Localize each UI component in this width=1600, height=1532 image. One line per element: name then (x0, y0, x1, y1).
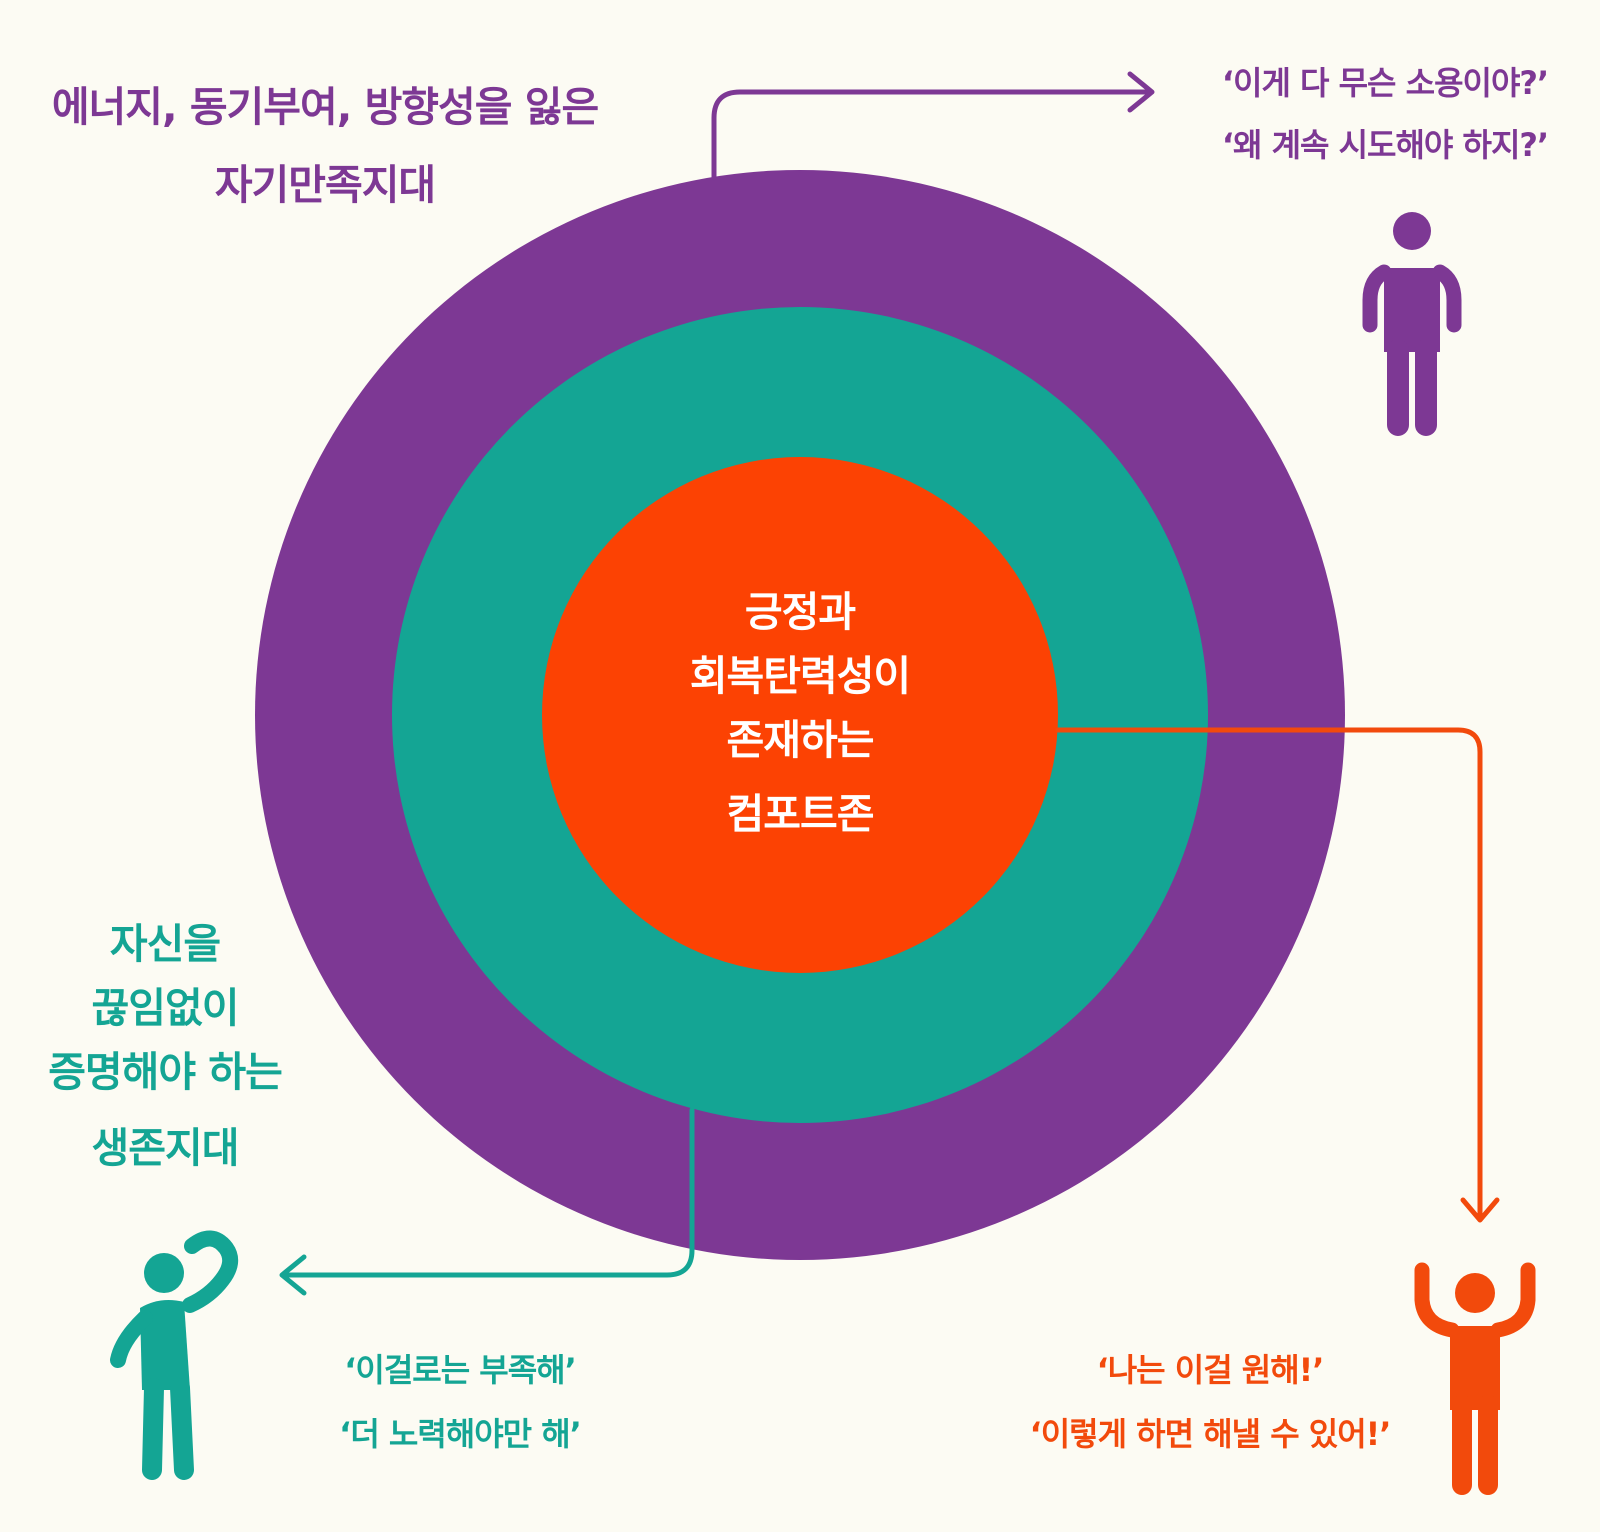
complacency-zone-line-1: 에너지, 동기부여, 방향성을 잃은 (51, 83, 599, 131)
complacency-zone-label: 에너지, 동기부여, 방향성을 잃은 자기만족지대 (20, 68, 630, 224)
survival-quote-2: ‘더 노력해야만 해’ (339, 1415, 582, 1453)
survival-zone-line-2: 끊임없이 (91, 984, 240, 1032)
comfort-zone-line-1: 긍정과 (744, 588, 856, 636)
survival-quote-1: ‘이걸로는 부족해’ (344, 1351, 577, 1389)
comfort-zone-label: 긍정과 회복탄력성이 존재하는 컴포트존 (640, 580, 960, 846)
comfort-zone-line-2: 회복탄력성이 (689, 652, 911, 700)
complacency-quotes: ‘이게 다 무슨 소용이야?’ ‘왜 계속 시도해야 하지?’ (1180, 52, 1590, 176)
complacency-quote-1: ‘이게 다 무슨 소용이야?’ (1221, 64, 1549, 102)
complacency-zone-line-2: 자기만족지대 (214, 161, 436, 209)
comfort-zone-line-4: 컴포트존 (726, 790, 875, 838)
cheering-person-icon (1414, 1262, 1536, 1495)
comfort-zone-line-3: 존재하는 (726, 716, 875, 764)
comfort-quote-1: ‘나는 이걸 원해!’ (1096, 1351, 1325, 1389)
comfort-arrowhead (1460, 1197, 1500, 1223)
comfort-quotes: ‘나는 이걸 원해!’ ‘이렇게 하면 해낼 수 있어!’ (1000, 1338, 1420, 1466)
survival-zone-line-3: 증명해야 하는 (48, 1048, 283, 1096)
comfort-connector-arrow (1055, 727, 1483, 1221)
standing-person-icon (1362, 212, 1462, 436)
complacency-arrowhead (1127, 71, 1155, 113)
survival-zone-line-1: 자신을 (109, 920, 221, 968)
complacency-quote-2: ‘왜 계속 시도해야 하지?’ (1221, 126, 1549, 164)
survival-connector-arrow (281, 1107, 695, 1278)
survival-zone-label: 자신을 끊임없이 증명해야 하는 생존지대 (20, 912, 310, 1180)
survival-zone-line-4: 생존지대 (91, 1124, 240, 1172)
worried-person-icon (110, 1230, 239, 1480)
survival-arrowhead (279, 1254, 307, 1296)
complacency-connector-arrow (711, 89, 1153, 181)
inner-circle-comfort-zone (542, 457, 1058, 973)
comfort-quote-2: ‘이렇게 하면 해낼 수 있어!’ (1029, 1415, 1392, 1453)
survival-quotes: ‘이걸로는 부족해’ ‘더 노력해야만 해’ (300, 1338, 620, 1466)
